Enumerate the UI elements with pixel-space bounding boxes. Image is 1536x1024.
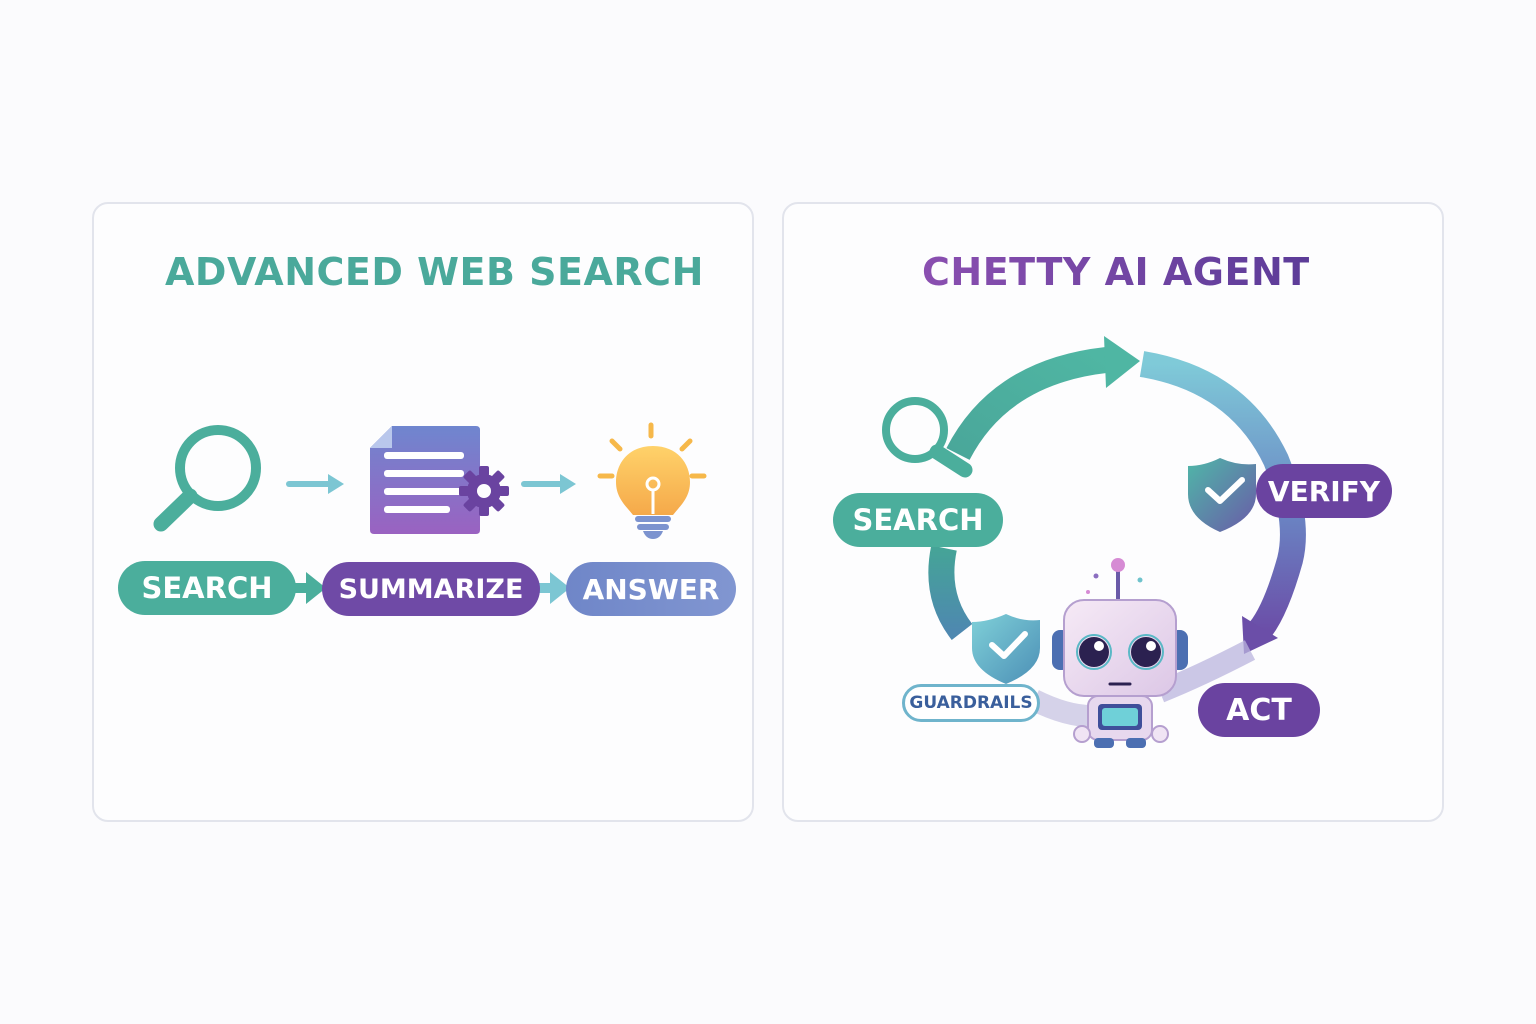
magnifier-icon	[153, 425, 261, 532]
verify-cycle-pill: VERIFY	[1256, 464, 1392, 518]
pill-connector-arrow	[532, 572, 570, 604]
right-panel-title: CHETTY AI AGENT	[922, 250, 1310, 294]
shield-check-icon	[1188, 458, 1256, 532]
robot-icon	[1052, 558, 1188, 748]
left-panel-title: ADVANCED WEB SEARCH	[165, 250, 704, 294]
document-gear-icon	[370, 426, 509, 534]
search-step-pill: SEARCH	[118, 561, 296, 615]
pill-connector-arrow	[290, 572, 326, 604]
summarize-step-pill: SUMMARIZE	[322, 562, 540, 616]
search-cycle-pill: SEARCH	[833, 493, 1003, 547]
act-cycle-pill: ACT	[1198, 683, 1320, 737]
answer-step-pill: ANSWER	[566, 562, 736, 616]
guardrails-badge: GUARDRAILS	[902, 684, 1040, 722]
flow-arrow-icon	[286, 474, 344, 494]
flow-arrow-icon	[521, 474, 576, 494]
shield-check-icon	[972, 614, 1040, 684]
magnifier-icon	[882, 397, 973, 478]
lightbulb-icon	[597, 422, 707, 539]
